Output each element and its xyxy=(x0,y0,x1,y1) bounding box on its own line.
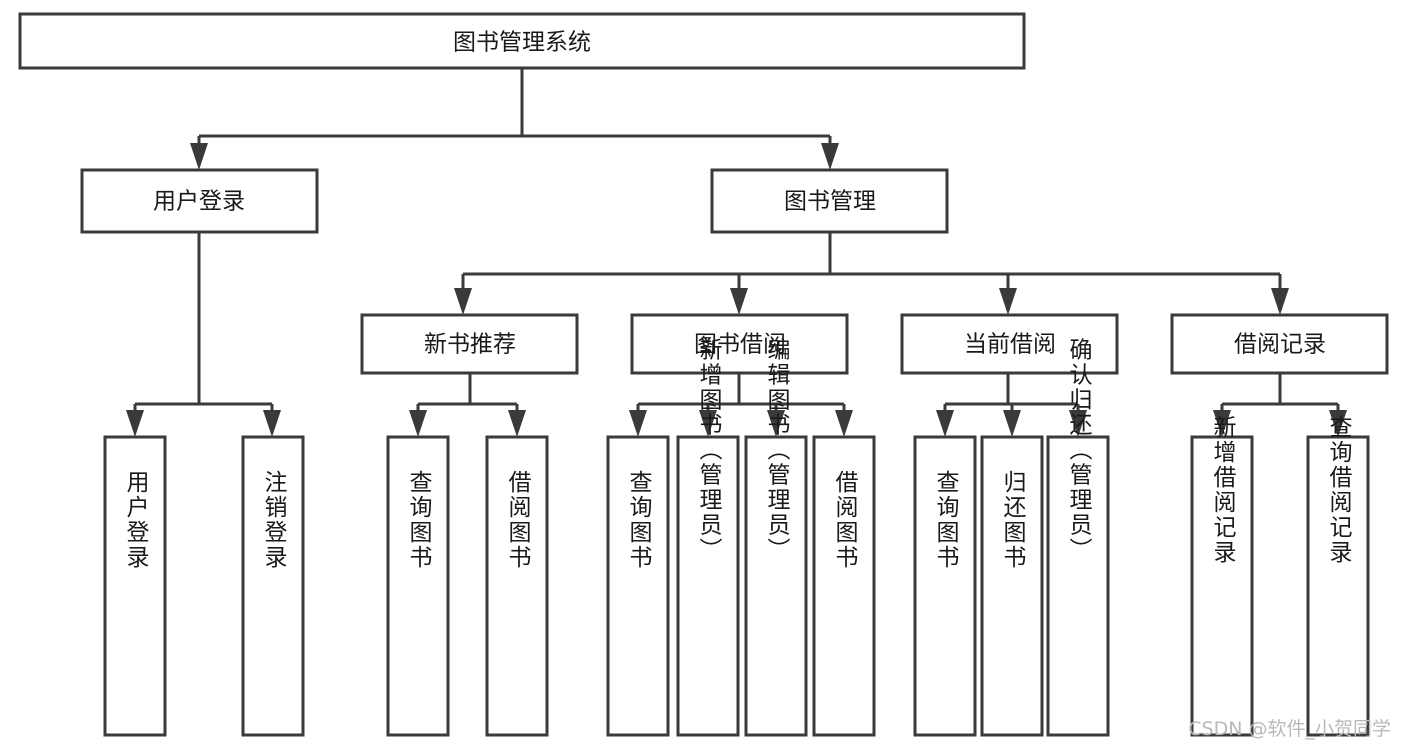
arrow-head-leaf-query-record xyxy=(1329,410,1347,437)
node-borrow-record-box[interactable] xyxy=(1170,313,1389,375)
arrow-head-leaf-query-book-borrow xyxy=(629,410,647,437)
arrow-head-book-management xyxy=(821,143,839,170)
arrow-head-user-login xyxy=(190,143,208,170)
arrow-head-book-borrow xyxy=(730,288,748,315)
node-book-management[interactable]: 图书管理 xyxy=(710,168,949,234)
node-leaf-borrow-book-box[interactable] xyxy=(812,435,876,737)
connector-group-user-login xyxy=(126,232,281,437)
node-new-book-recommend[interactable]: 新书推荐 xyxy=(360,313,579,375)
node-leaf-return-book-label: 归还图书 xyxy=(999,470,1027,570)
node-leaf-borrow-book-label: 借阅图书 xyxy=(831,470,859,570)
connector-group-new-book-recommend xyxy=(409,373,526,437)
node-book-management-label: 图书管理 xyxy=(784,189,876,215)
node-leaf-borrow-book-rec[interactable]: 借阅图书 xyxy=(485,435,549,737)
node-leaf-add-record[interactable]: 新增借阅记录 xyxy=(1190,415,1254,737)
node-leaf-query-book-rec[interactable]: 查询图书 xyxy=(386,435,450,737)
node-leaf-add-book-label: 新增图书（管理员） xyxy=(695,338,723,563)
node-root-label: 图书管理系统 xyxy=(453,30,591,56)
node-leaf-borrow-book-rec-label: 借阅图书 xyxy=(504,470,532,570)
node-leaf-query-book-cur-box[interactable] xyxy=(913,435,977,737)
node-leaf-query-book-borrow[interactable]: 查询图书 xyxy=(606,435,670,737)
connector-group-root xyxy=(190,68,839,170)
node-leaf-user-login[interactable]: 用户登录 xyxy=(103,435,167,737)
connector-group-borrow-record xyxy=(1213,373,1347,437)
arrow-head-leaf-confirm-return xyxy=(1069,410,1087,437)
arrow-head-borrow-record xyxy=(1271,288,1289,315)
node-current-borrow[interactable]: 当前借阅 xyxy=(900,313,1119,375)
node-leaf-user-logout-box[interactable] xyxy=(241,435,305,737)
connector-group-book-borrow xyxy=(629,373,853,437)
arrow-head-leaf-borrow-book-rec xyxy=(508,410,526,437)
node-book-borrow-label: 图书借阅 xyxy=(694,332,786,358)
node-leaf-borrow-book[interactable]: 借阅图书 xyxy=(812,435,876,737)
arrow-head-current-borrow xyxy=(999,288,1017,315)
node-user-login-label: 用户登录 xyxy=(153,189,245,215)
node-book-management-box[interactable] xyxy=(710,168,949,234)
node-leaf-return-book-box[interactable] xyxy=(980,435,1044,737)
node-leaf-user-logout[interactable]: 注销登录 xyxy=(241,435,305,737)
node-leaf-query-book-borrow-label: 查询图书 xyxy=(625,470,653,570)
node-book-borrow-box[interactable] xyxy=(630,313,849,375)
node-leaf-edit-book-box[interactable] xyxy=(744,435,808,737)
node-new-book-recommend-label: 新书推荐 xyxy=(424,332,516,358)
node-leaf-edit-book-label: 编辑图书（管理员） xyxy=(763,338,791,563)
arrow-head-leaf-user-logout xyxy=(263,410,281,437)
node-user-login[interactable]: 用户登录 xyxy=(80,168,319,234)
arrow-head-leaf-query-book-rec xyxy=(409,410,427,437)
arrow-head-leaf-return-book xyxy=(1003,410,1021,437)
node-leaf-query-record-label: 查询借阅记录 xyxy=(1325,415,1353,565)
node-leaf-query-book-rec-box[interactable] xyxy=(386,435,450,737)
node-leaf-return-book[interactable]: 归还图书 xyxy=(980,435,1044,737)
node-leaf-add-book[interactable]: 新增图书（管理员） xyxy=(676,338,740,737)
node-leaf-borrow-book-rec-box[interactable] xyxy=(485,435,549,737)
node-current-borrow-label: 当前借阅 xyxy=(964,332,1056,358)
node-leaf-query-book-cur-label: 查询图书 xyxy=(932,470,960,570)
node-leaf-query-record[interactable]: 查询借阅记录 xyxy=(1306,415,1370,737)
node-user-login-box[interactable] xyxy=(80,168,319,234)
node-book-borrow[interactable]: 图书借阅 xyxy=(630,313,849,375)
arrow-head-leaf-add-record xyxy=(1213,410,1231,437)
node-leaf-query-book-rec-label: 查询图书 xyxy=(405,470,433,570)
node-root[interactable]: 图书管理系统 xyxy=(18,12,1026,70)
node-leaf-query-book-cur[interactable]: 查询图书 xyxy=(913,435,977,737)
arrow-head-new-book-recommend xyxy=(454,288,472,315)
node-leaf-add-book-box[interactable] xyxy=(676,435,740,737)
node-leaf-confirm-return-box[interactable] xyxy=(1046,435,1110,737)
node-borrow-record[interactable]: 借阅记录 xyxy=(1170,313,1389,375)
node-new-book-recommend-box[interactable] xyxy=(360,313,579,375)
arrow-head-leaf-user-login xyxy=(126,410,144,437)
arrow-head-leaf-add-book xyxy=(699,410,717,437)
node-root-box[interactable] xyxy=(18,12,1026,70)
node-current-borrow-box[interactable] xyxy=(900,313,1119,375)
connector-group-current-borrow xyxy=(936,373,1087,437)
node-leaf-user-login-label: 用户登录 xyxy=(122,470,150,570)
node-leaf-add-record-box[interactable] xyxy=(1190,435,1254,737)
node-leaf-query-book-borrow-box[interactable] xyxy=(606,435,670,737)
node-borrow-record-label: 借阅记录 xyxy=(1234,332,1326,358)
node-leaf-confirm-return-label: 确认归还（管理员） xyxy=(1065,338,1093,563)
arrow-head-leaf-edit-book xyxy=(767,410,785,437)
node-leaf-user-logout-label: 注销登录 xyxy=(260,470,288,570)
connector-group-book-management xyxy=(454,232,1289,315)
arrow-head-leaf-borrow-book xyxy=(835,410,853,437)
node-leaf-add-record-label: 新增借阅记录 xyxy=(1209,415,1237,565)
node-leaf-query-record-box[interactable] xyxy=(1306,435,1370,737)
arrow-head-leaf-query-book-cur xyxy=(936,410,954,437)
node-leaf-edit-book[interactable]: 编辑图书（管理员） xyxy=(744,338,808,737)
node-leaf-user-login-box[interactable] xyxy=(103,435,167,737)
node-leaf-confirm-return[interactable]: 确认归还（管理员） xyxy=(1046,338,1110,737)
